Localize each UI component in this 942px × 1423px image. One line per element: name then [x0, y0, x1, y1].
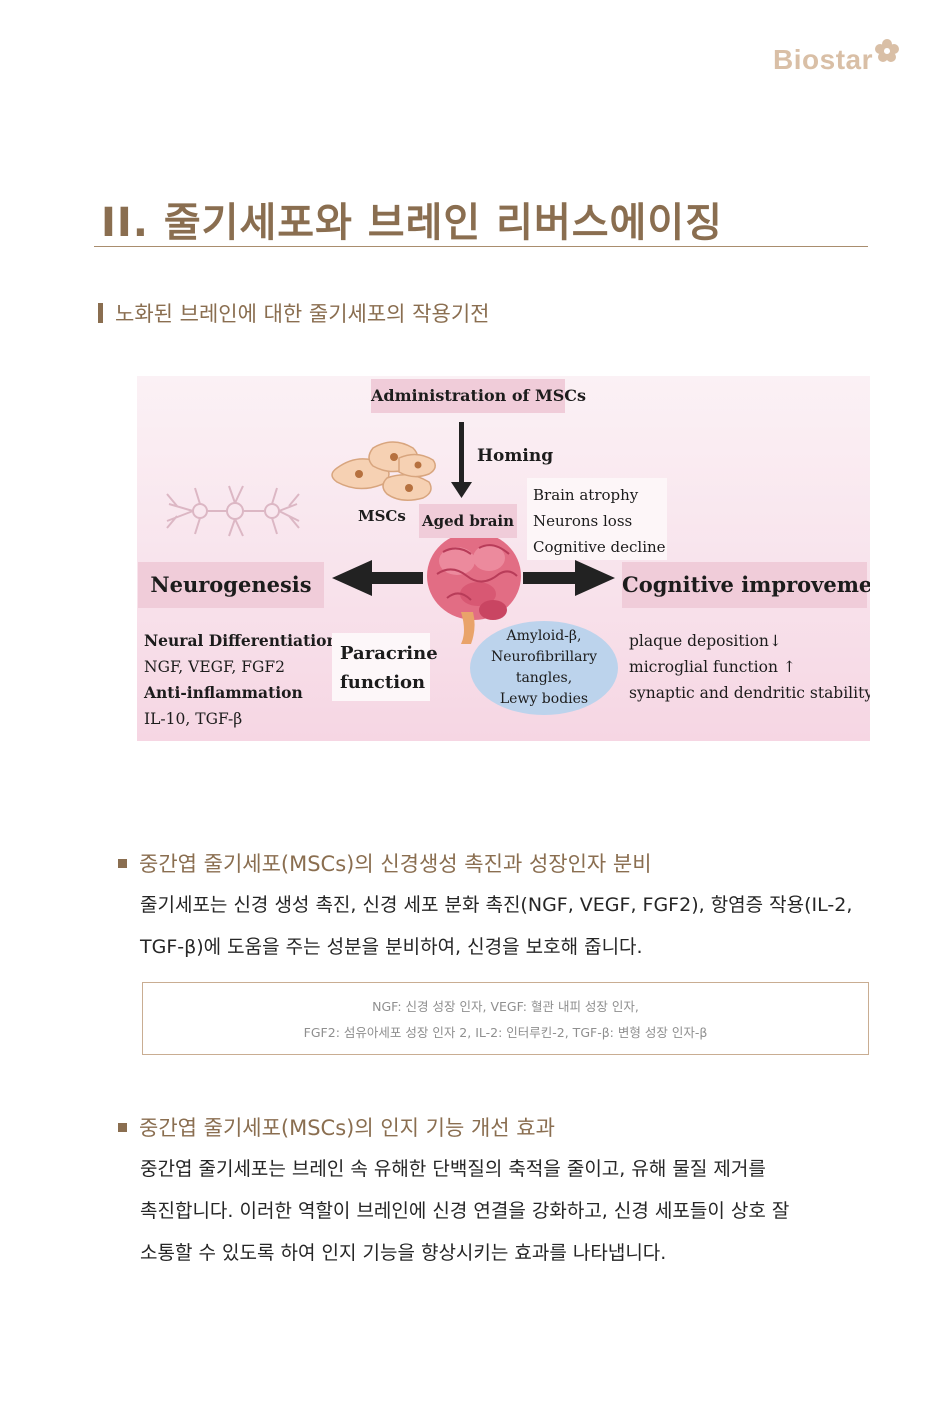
body-line: 촉진합니다. 이러한 역할이 브레인에 신경 연결을 강화하고, 신경 세포들이… [140, 1200, 790, 1222]
brain-symptom: Brain atrophy [533, 486, 639, 504]
cytokines-text: IL-10, TGF-β [144, 710, 243, 728]
note-line: FGF2: 섬유아세포 성장 인자 2, IL-2: 인터루킨-2, TGF-β… [303, 1025, 708, 1040]
administration-label: Administration of MSCs [371, 379, 586, 413]
brain-symptom: Cognitive decline [533, 538, 666, 556]
body-line: 중간엽 줄기세포는 브레인 속 유해한 단백질의 축적을 줄이고, 유해 물질 … [140, 1158, 766, 1180]
neural-differentiation-label: Neural Differentiation [144, 631, 338, 650]
cognitive-details: plaque deposition↓ microglial function ↑… [629, 628, 870, 706]
subheading-text: 노화된 브레인에 대한 줄기세포의 작용기전 [115, 302, 490, 326]
body-line: 줄기세포는 신경 생성 촉진, 신경 세포 분화 촉진(NGF, VEGF, F… [140, 894, 853, 916]
pathology-line: Neurofibrillary [490, 649, 598, 665]
note-line: NGF: 신경 성장 인자, VEGF: 혈관 내피 성장 인자, [372, 999, 639, 1014]
anti-inflammation-label: Anti-inflammation [144, 683, 303, 702]
arrow-left [332, 560, 423, 596]
subheading-bar [98, 303, 103, 323]
neuron-icon [166, 485, 300, 537]
title-divider [94, 246, 868, 247]
cognitive-detail: plaque deposition↓ [629, 632, 782, 650]
pathology-line: Lewy bodies [499, 691, 589, 707]
pathology-line: Amyloid-β, [506, 628, 582, 644]
bullet-body-neurogenesis: 줄기세포는 신경 생성 촉진, 신경 세포 분화 촉진(NGF, VEGF, F… [140, 884, 867, 968]
growth-factors-text: NGF, VEGF, FGF2 [144, 658, 285, 676]
aged-brain-label: Aged brain [419, 504, 517, 538]
neurogenesis-label: Neurogenesis [138, 562, 324, 608]
homing-arrow [451, 422, 472, 498]
pathology-line: tangles, [515, 670, 573, 686]
bullet-body-cognition: 중간엽 줄기세포는 브레인 속 유해한 단백질의 축적을 줄이고, 유해 물질 … [140, 1148, 867, 1274]
cell-nuclei [355, 453, 422, 492]
abbreviation-note: NGF: 신경 성장 인자, VEGF: 혈관 내피 성장 인자, FGF2: … [142, 982, 869, 1055]
figure-subheading: 노화된 브레인에 대한 줄기세포의 작용기전 [98, 298, 489, 328]
paracrine-function-box: Paracrine function [332, 633, 438, 701]
bullet-heading-neurogenesis: 중간엽 줄기세포(MSCs)의 신경생성 촉진과 성장인자 분비 [118, 848, 652, 878]
brain-symptom: Neurons loss [533, 512, 633, 530]
bullet-heading-cognition: 중간엽 줄기세포(MSCs)의 인지 기능 개선 효과 [118, 1112, 555, 1142]
mscs-label: MSCs [358, 507, 406, 525]
paracrine-line: function [340, 672, 426, 693]
neurogenesis-details: Neural Differentiation NGF, VEGF, FGF2 A… [144, 628, 338, 732]
brand-name: Biostar [773, 44, 873, 75]
bullet-heading-text: 중간엽 줄기세포(MSCs)의 신경생성 촉진과 성장인자 분비 [139, 852, 652, 876]
section-title: II. 줄기세포와 브레인 리버스에이징 [101, 200, 723, 246]
pathology-ellipse: Amyloid-β, Neurofibrillary tangles, Lewy… [470, 621, 618, 715]
bullet-heading-text: 중간엽 줄기세포(MSCs)의 인지 기능 개선 효과 [139, 1116, 555, 1140]
bullet-square-icon [118, 1122, 127, 1132]
cognitive-improvement-label: Cognitive improvement [622, 562, 870, 608]
body-line: TGF-β)에 도움을 주는 성분을 분비하여, 신경을 보호해 줍니다. [140, 936, 643, 958]
bullet-square-icon [118, 858, 127, 868]
brain-symptoms-box: Brain atrophy Neurons loss Cognitive dec… [527, 478, 667, 560]
brain-icon [427, 532, 521, 644]
paracrine-line: Paracrine [340, 643, 438, 664]
brand-logo: Biostar [773, 39, 900, 76]
homing-label: Homing [477, 446, 554, 466]
flower-icon [875, 39, 899, 62]
arrow-right [523, 560, 615, 596]
mechanism-figure: Administration of MSCs Homing MSCs Aged … [137, 376, 870, 741]
cognitive-detail: microglial function ↑ [629, 658, 796, 676]
figure-graphics [166, 422, 615, 644]
cognitive-detail: synaptic and dendritic stability ↑ [629, 684, 870, 702]
mscs-cells-icon [331, 441, 436, 501]
body-line: 소통할 수 있도록 하여 인지 기능을 향상시키는 효과를 나타냅니다. [140, 1242, 667, 1264]
